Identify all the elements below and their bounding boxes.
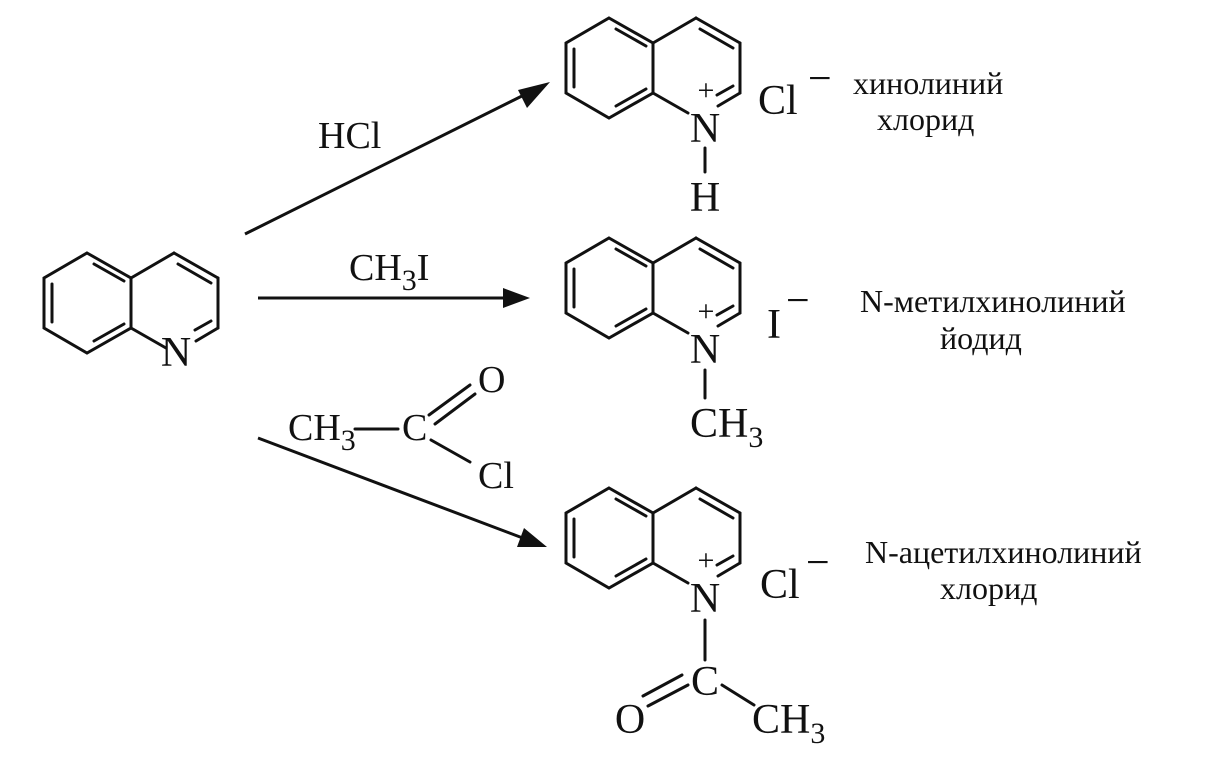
product-1-quinolinium-chloride: N + H Cl − bbox=[564, 16, 832, 221]
svg-text:CH3: CH3 bbox=[690, 401, 763, 454]
product-2-n-methylquinolinium-iodide: N + CH3 I − bbox=[564, 236, 810, 454]
reaction-3-reagent-ch: CH bbox=[288, 407, 341, 449]
svg-text:CH3I: CH3I bbox=[349, 247, 429, 297]
reaction-1-arrow bbox=[244, 82, 550, 236]
product-3-counterion: Cl bbox=[760, 562, 800, 608]
product-1-counterion-charge: − bbox=[808, 56, 832, 102]
product-1-name-line-2: хлорид bbox=[877, 101, 974, 137]
product-3-acyl-ch-subscript: 3 bbox=[810, 717, 825, 750]
product-3-name-line-1: N-ацетилхинолиний bbox=[865, 534, 1142, 570]
product-2-counterion: I bbox=[767, 302, 781, 348]
product-1-h-atom: H bbox=[690, 175, 720, 221]
reaction-2-reagent-ch: CH bbox=[349, 247, 402, 289]
product-2-n-charge: + bbox=[698, 295, 715, 328]
product-3-name-line-2: хлорид bbox=[940, 570, 1037, 606]
product-3-n-atom: N bbox=[690, 576, 720, 622]
product-1-n-atom: N bbox=[690, 106, 720, 152]
product-2-counterion-charge: − bbox=[786, 278, 810, 324]
product-3-counterion-charge: − bbox=[806, 540, 830, 586]
product-2-name-line-2: йодид bbox=[940, 320, 1022, 356]
reaction-3-reagent-cl: Cl bbox=[478, 455, 514, 497]
product-1-name-line-1: хинолиний bbox=[853, 65, 1003, 101]
reaction-2-arrow bbox=[258, 288, 530, 308]
product-1-n-charge: + bbox=[698, 74, 715, 107]
reaction-3-reagent-acetyl-chloride: CH3 C O Cl bbox=[288, 359, 514, 497]
reaction-1: HCl N + H Cl − хинолиний хлорид bbox=[244, 16, 1003, 236]
svg-text:CH3: CH3 bbox=[288, 407, 356, 457]
reaction-3-reagent-ch-subscript: 3 bbox=[341, 424, 356, 457]
svg-text:CH3: CH3 bbox=[752, 697, 825, 750]
product-3-n-charge: + bbox=[698, 544, 715, 577]
product-2-n-atom: N bbox=[690, 327, 720, 373]
reactant-quinoline: N bbox=[42, 251, 220, 376]
reaction-2-reagent-subscript: 3 bbox=[402, 264, 417, 297]
reaction-3-reagent-o: O bbox=[478, 359, 505, 401]
reaction-3-arrow bbox=[257, 436, 547, 547]
product-2-methyl-subscript: 3 bbox=[748, 421, 763, 454]
reaction-2: CH3I N + CH3 I − N-метилхинолиний йодид bbox=[258, 236, 1126, 454]
reaction-2-reagent-i: I bbox=[417, 247, 430, 289]
product-3-acyl-ch: CH bbox=[752, 697, 810, 743]
reaction-3-reagent-c: C bbox=[402, 407, 427, 449]
product-1-counterion: Cl bbox=[758, 78, 798, 124]
product-2-methyl-ch: CH bbox=[690, 401, 748, 447]
product-3-acyl-c: C bbox=[691, 659, 719, 705]
product-3-n-acetylquinolinium-chloride: N + C O CH3 Cl − bbox=[564, 486, 830, 750]
product-3-acyl-o: O bbox=[615, 697, 645, 743]
product-2-name-line-1: N-метилхинолиний bbox=[860, 283, 1126, 319]
reaction-3: CH3 C O Cl N + C O CH3 Cl − N-ацетилхино… bbox=[257, 359, 1142, 750]
reactant-n-atom: N bbox=[161, 330, 191, 376]
reaction-1-reagent: HCl bbox=[318, 115, 381, 157]
reaction-2-reagent: CH3I bbox=[349, 247, 429, 297]
